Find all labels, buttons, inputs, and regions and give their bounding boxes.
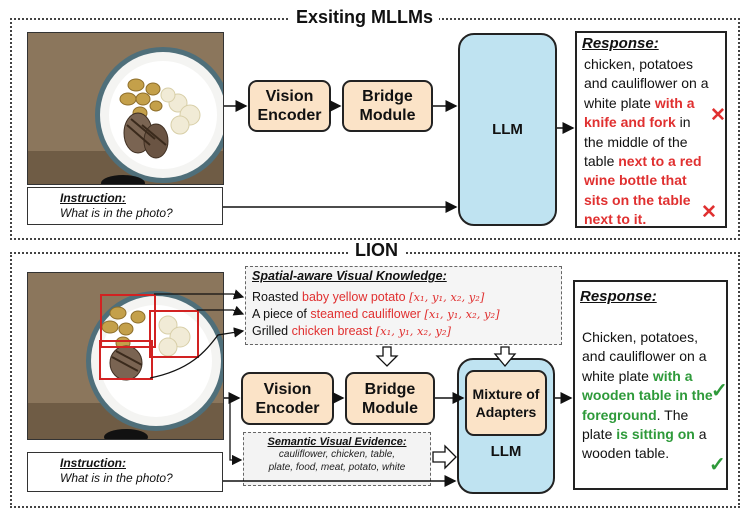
knowledge-row: Roasted baby yellow potato [x₁, y₁, x₂, … [252, 290, 485, 304]
response-part: in the middle of the table [584, 114, 691, 170]
semantic-line: plate, food, meat, potato, white [268, 462, 406, 473]
top-food-photo [27, 32, 224, 185]
bottom-bridge-module: Bridge Module [345, 372, 435, 425]
response-correct-part: is sitting on [616, 426, 695, 443]
response-error-part: with a knife and fork [584, 94, 695, 131]
bottom-response-text: Chicken, potatoes, and cauliflower on a … [582, 328, 722, 464]
top-panel-title: Exsiting MLLMs [290, 7, 440, 27]
knowledge-row: A piece of steamed cauliflower [x₁, y₁, … [252, 307, 500, 321]
wrong-mark-icon: ✕ [710, 105, 726, 126]
response-part: Chicken, potatoes, and cauliflower on a … [582, 329, 707, 384]
top-bridge-module: Bridge Module [342, 80, 433, 132]
instruction-title: Instruction: [60, 191, 126, 205]
cauliflower-grounding-box [149, 310, 199, 358]
wrong-mark-icon: ✕ [701, 202, 717, 223]
semantic-title: Semantic Visual Evidence: [267, 436, 407, 448]
food-photo-illustration [28, 33, 223, 184]
instruction-text: What is in the photo? [60, 471, 173, 485]
instruction-title: Instruction: [60, 456, 126, 470]
spatial-knowledge-box: Spatial-aware Visual Knowledge: Roasted … [245, 266, 562, 345]
top-vision-encoder: Vision Encoder [248, 80, 331, 132]
llm-label: LLM [490, 443, 522, 460]
bottom-instruction-box: Instruction: What is in the photo? [27, 452, 223, 492]
knowledge-row: Grilled chicken breast [x₁, y₁, x₂, y₂] [252, 324, 451, 338]
top-response-text: chicken, potatoes and cauliflower on a w… [584, 55, 712, 230]
response-part: . The plate [582, 406, 689, 443]
chicken-grounding-box [99, 340, 153, 380]
mixture-of-adapters: Mixture of Adapters [465, 370, 547, 436]
response-title: Response: [582, 35, 659, 52]
response-correct-part: with a wooden table in the foreground [582, 367, 713, 423]
correct-mark-icon: ✓ [709, 454, 726, 476]
response-part: chicken, potatoes and cauliflower on a w… [584, 56, 709, 111]
response-title: Response: [580, 288, 657, 305]
response-part: a wooden table. [582, 426, 707, 462]
top-response-box: Response: chicken, potatoes and cauliflo… [575, 31, 727, 228]
food-photo-illustration [28, 273, 223, 439]
correct-mark-icon: ✓ [711, 380, 728, 402]
bottom-panel-title: LION [349, 240, 404, 260]
top-llm: LLM [458, 33, 557, 226]
bottom-response-box: Response: Chicken, potatoes, and caulifl… [573, 280, 728, 490]
top-instruction-box: Instruction: What is in the photo? [27, 187, 223, 225]
bottom-food-photo [27, 272, 224, 440]
instruction-text: What is in the photo? [60, 206, 173, 220]
knowledge-title: Spatial-aware Visual Knowledge: [252, 269, 447, 283]
semantic-evidence-box: Semantic Visual Evidence: cauliflower, c… [243, 432, 431, 486]
semantic-line: cauliflower, chicken, table, [278, 449, 396, 460]
potato-grounding-box [100, 294, 156, 348]
response-error-part: next to a red wine bottle that sits on t… [584, 153, 702, 228]
